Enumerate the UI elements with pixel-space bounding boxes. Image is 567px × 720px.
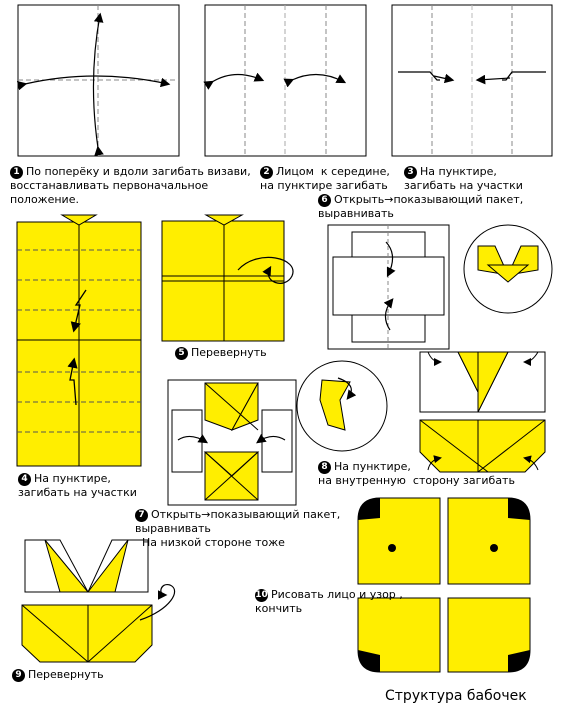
step5-text: Перевернуть <box>191 346 267 359</box>
step7-number: 7 <box>135 508 148 522</box>
step2-figure <box>203 4 367 157</box>
step7-figure <box>167 360 388 506</box>
step6-number: 6 <box>318 193 331 207</box>
step8-text: На пунктире, на внутренную сторону загиб… <box>318 460 515 487</box>
step2-number: 2 <box>260 165 273 179</box>
step4-number: 4 <box>18 472 31 486</box>
step9-text: Перевернуть <box>28 668 104 681</box>
page-title: Структура бабочек <box>385 688 527 704</box>
step4-text: На пунктире, загибать на участки <box>18 472 137 499</box>
step2-text: Лицом к середине, на пунктире загибать <box>260 165 390 192</box>
step9-number: 9 <box>12 668 25 682</box>
step3-text: На пунктире, загибать на участки <box>404 165 523 192</box>
step10-figure <box>357 497 531 673</box>
step1-text: По поперёку и вдоли загибать визави, вос… <box>10 165 251 206</box>
step1-figure <box>16 4 180 157</box>
step6-figure <box>327 224 553 350</box>
step1-number: 1 <box>10 165 23 179</box>
step4-figure <box>16 214 142 467</box>
step5-number: 5 <box>175 346 188 360</box>
step5-figure <box>161 214 294 342</box>
step8-figure <box>419 351 546 473</box>
step10-text: Рисовать лицо и узор , кончить <box>255 588 403 615</box>
step8-number: 8 <box>318 460 331 474</box>
step6-text: Открыть→показывающий пакет, выравнивать <box>318 193 524 220</box>
step3-number: 3 <box>404 165 417 179</box>
step7-text: Открыть→показывающий пакет, выравнивать … <box>135 508 341 549</box>
step3-figure <box>391 4 553 157</box>
step10-number: 10 <box>255 588 268 602</box>
step9-figure <box>21 539 176 663</box>
